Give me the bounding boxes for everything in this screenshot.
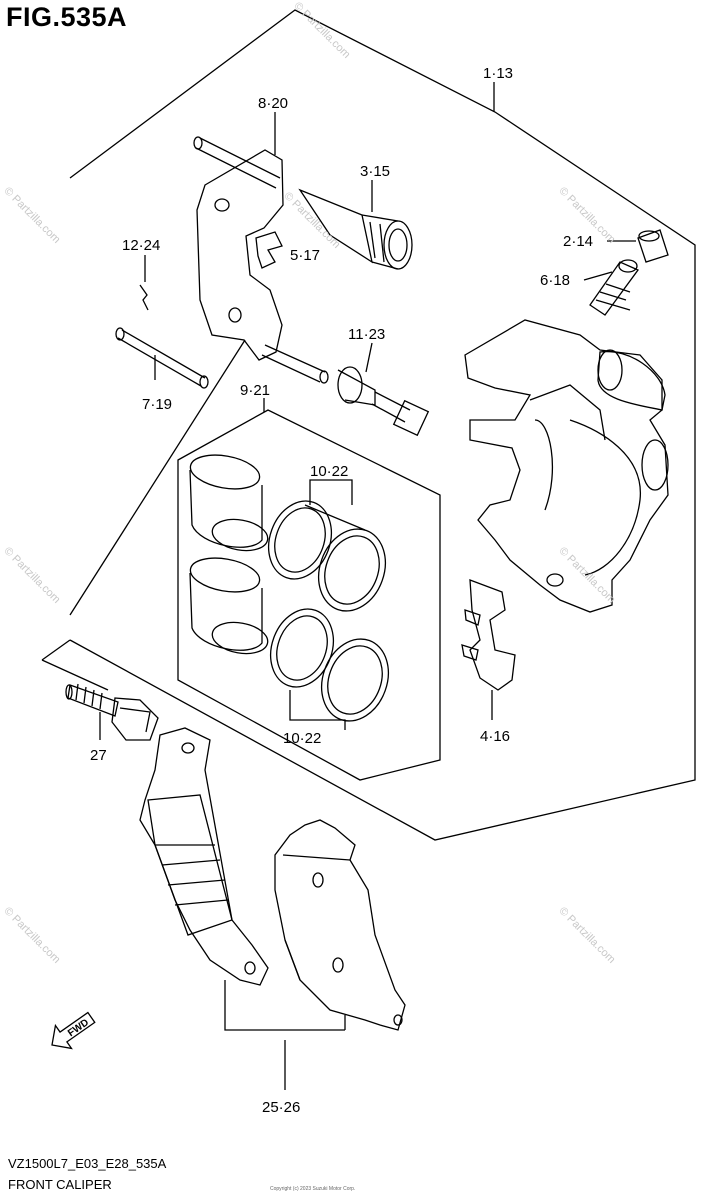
brake-pad-front — [139, 727, 269, 986]
piston-lower — [189, 557, 269, 655]
callout-10-22-top: 10·22 — [310, 463, 348, 480]
seal-ring — [321, 638, 389, 722]
callout-3-15: 3·15 — [360, 163, 390, 180]
bleeder-valve — [589, 259, 640, 316]
seal-ring — [270, 608, 334, 688]
callout-25-26: 25·26 — [262, 1099, 300, 1116]
callout-8-20: 8·20 — [258, 95, 288, 112]
callout-11-23: 11·23 — [348, 326, 385, 343]
sleeve-part — [337, 366, 430, 437]
callout-27: 27 — [90, 747, 107, 764]
figure-title: FIG.535A — [6, 2, 128, 32]
retaining-pin — [139, 284, 149, 311]
callout-12-24: 12·24 — [122, 237, 160, 254]
pad-spring — [461, 579, 516, 691]
callout-10-22-bottom: 10·22 — [283, 730, 321, 747]
callout-2-14: 2·14 — [563, 233, 593, 250]
assembly-outline — [69, 9, 696, 841]
clip-part — [255, 231, 283, 269]
callout-4-16: 4·16 — [480, 728, 510, 745]
callout-1-13: 1·13 — [483, 65, 513, 82]
callout-7-19: 7·19 — [142, 396, 172, 413]
seal-ring — [268, 500, 332, 580]
boot-part — [298, 188, 413, 270]
callout-9-21: 9·21 — [240, 382, 270, 399]
callout-6-18: 6·18 — [540, 272, 570, 289]
figure-caption: FRONT CALIPER — [8, 1177, 112, 1192]
fwd-arrow-icon: FWD — [51, 1011, 96, 1050]
caliper-bracket — [196, 149, 284, 361]
pad-pin — [115, 327, 209, 389]
figure-code: VZ1500L7_E03_E28_535A — [8, 1156, 167, 1171]
brake-pad-rear — [274, 819, 406, 1031]
bleeder-cap — [637, 229, 669, 263]
caliper-body — [464, 319, 669, 613]
copyright-text: Copyright (c) 2023 Suzuki Motor Corp. — [270, 1186, 356, 1192]
mounting-bolt — [65, 683, 159, 741]
seal-ring — [318, 528, 386, 612]
callout-5-17: 5·17 — [290, 247, 320, 264]
piston-set-box — [177, 409, 441, 781]
piston-upper — [189, 454, 269, 552]
